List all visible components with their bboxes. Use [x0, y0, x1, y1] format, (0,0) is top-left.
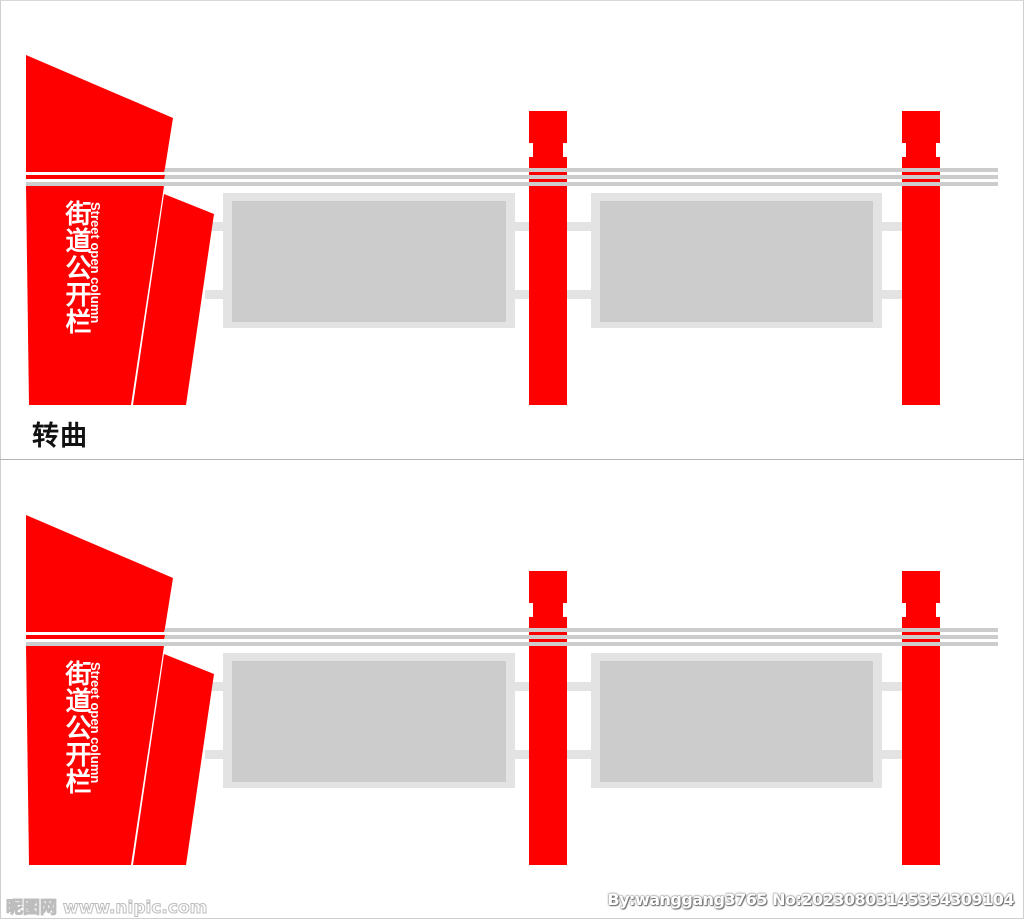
panel-bottom: 街道公开栏 Street open column — [0, 460, 1024, 919]
red-sign-shape — [26, 515, 214, 865]
sign-title-cn: 街道公开栏 — [61, 200, 91, 335]
bulletin-board-illustration — [26, 55, 998, 405]
watermark-author: By:wanggang3765 No:20230803145354309104 — [607, 890, 1014, 909]
horizontal-rails — [26, 628, 998, 646]
panel-top: 街道公开栏 Street open column 转曲 — [0, 0, 1024, 459]
sign-title-en: Street open column — [88, 202, 103, 324]
red-post-1 — [529, 571, 567, 865]
red-sign-shape — [26, 55, 214, 405]
horizontal-rails — [26, 168, 998, 186]
caption-label: 转曲 — [32, 421, 88, 452]
panel-divider — [0, 459, 1024, 460]
display-board-2 — [591, 653, 882, 788]
sign-title-cn: 街道公开栏 — [61, 660, 91, 795]
watermark-site: 昵图网 www.nipic.com — [5, 898, 208, 919]
display-board-1 — [223, 653, 515, 788]
red-post-2 — [902, 111, 940, 405]
display-board-2 — [591, 193, 882, 328]
display-board-1 — [223, 193, 515, 328]
sign-title-en: Street open column — [88, 662, 103, 784]
bulletin-board-illustration — [26, 515, 998, 865]
red-post-1 — [529, 111, 567, 405]
red-post-2 — [902, 571, 940, 865]
